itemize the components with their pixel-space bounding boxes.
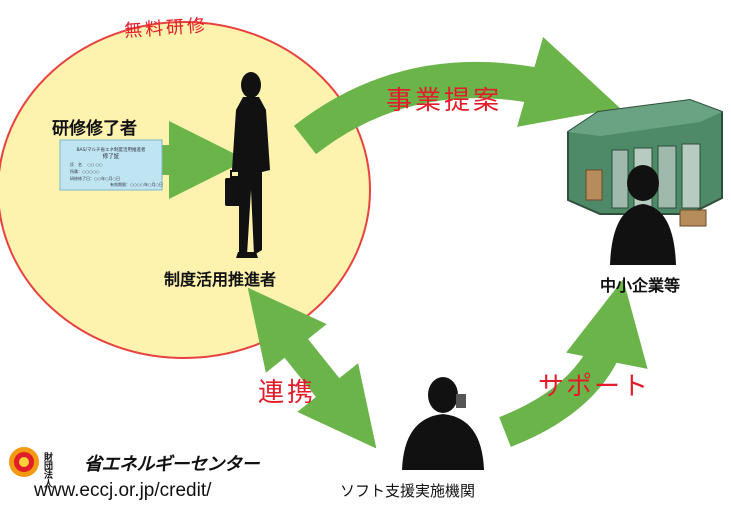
promoter-silhouette-icon xyxy=(225,72,270,258)
free-training-circle xyxy=(0,21,371,359)
proposal-label: 事業提案 xyxy=(386,86,503,116)
support-arrow xyxy=(499,279,648,447)
promoter-label: 制度活用推進者 xyxy=(164,270,277,289)
coordination-label: 連携 xyxy=(258,378,317,408)
sme-person-silhouette-icon xyxy=(610,165,676,265)
org-name: 省エネルギーセンター xyxy=(84,454,260,475)
eccj-logo-icon xyxy=(9,447,39,477)
training-completer-label: 研修修了者 xyxy=(52,119,137,139)
software-support-org-label: ソフト支援実施機関 xyxy=(340,482,476,500)
cert-line3: 研修修了日：○○年○月○日 xyxy=(70,175,120,181)
coordination-arrow xyxy=(247,287,377,449)
org-badge: 財団法人 xyxy=(44,453,54,490)
support-label: サポート xyxy=(538,372,651,402)
cert-header: BAS/マルチ省エネ制度活用推進者 xyxy=(76,146,146,153)
org-url-link[interactable]: www.eccj.or.jp/credit/ xyxy=(34,480,212,501)
proposal-arrow xyxy=(293,37,620,155)
cert-line1: 氏 名 ○○ ○○ xyxy=(70,161,103,167)
support-person-silhouette-icon xyxy=(402,377,484,470)
cert-line2: 所属：○○○○○ xyxy=(70,168,100,174)
cert-title: 修了証 xyxy=(103,152,120,160)
cert-line4: 有効期限：○○○○年○月○日 xyxy=(110,181,163,187)
completion-certificate: BAS/マルチ省エネ制度活用推進者 修了証 氏 名 ○○ ○○ 所属：○○○○○… xyxy=(59,139,163,191)
sme-label: 中小企業等 xyxy=(600,276,681,295)
